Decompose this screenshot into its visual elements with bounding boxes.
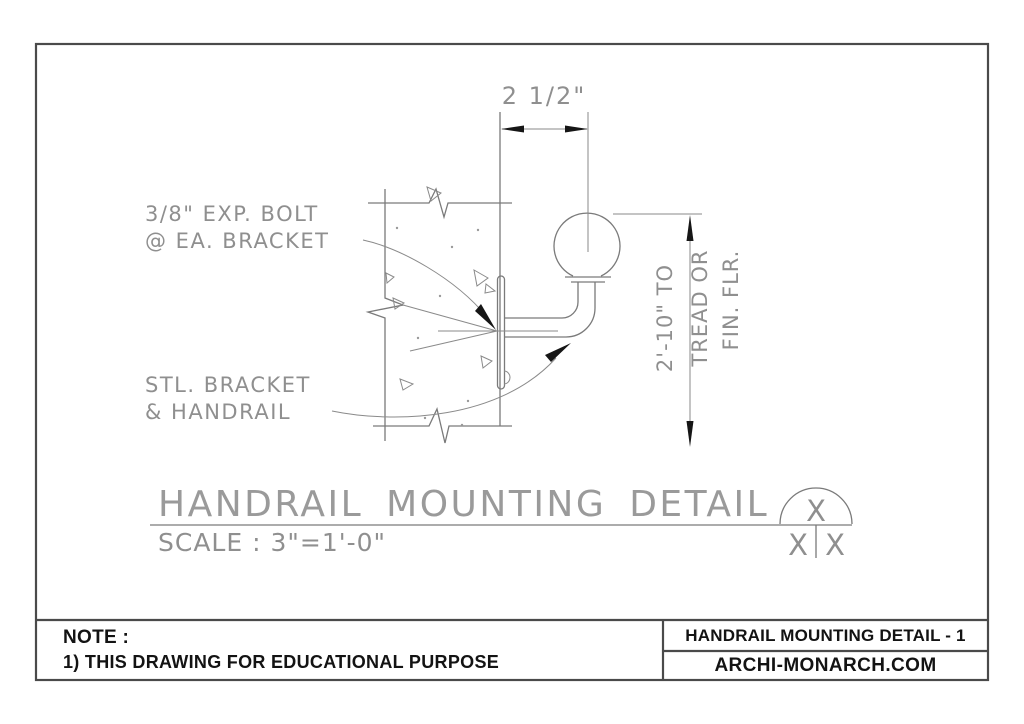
- wall-linework: [365, 112, 512, 444]
- bracket-label-line1: STL. BRACKET: [145, 373, 311, 397]
- bolt-leader-line: [362, 239, 488, 318]
- sheet-border: [34, 42, 990, 682]
- bolt-line-upper: [402, 304, 498, 332]
- dim-right-text-3: FIN. FLR.: [719, 250, 743, 351]
- break-triangle-top: [426, 186, 442, 202]
- dim-right-text-2: TREAD OR: [688, 249, 712, 367]
- handrail-ball: [553, 212, 621, 277]
- concrete-aggregate-triangles: [385, 269, 497, 391]
- drawing-title: HANDRAIL MOUNTING DETAIL: [158, 484, 769, 525]
- detail-callout-symbol: X X X: [779, 487, 853, 562]
- bolt-line-lower: [409, 330, 498, 352]
- bolt-label-line2: @ EA. BRACKET: [145, 229, 329, 253]
- drawing-title-group: HANDRAIL MOUNTING DETAIL SCALE : 3"=1'-0…: [150, 484, 852, 557]
- dim-arrow-down: [686, 421, 694, 447]
- concrete-stipple-dots: [395, 226, 480, 427]
- callout-bottom-right-x: X: [825, 528, 845, 562]
- bracket-leader-arrowhead: [545, 343, 571, 362]
- dim-arrow-right: [565, 125, 588, 133]
- annotation-bolt: 3/8" EXP. BOLT @ EA. BRACKET: [145, 202, 496, 330]
- dim-arrow-left: [501, 125, 524, 133]
- bolt-leader-arrowhead: [475, 304, 496, 330]
- wall-bottom-edge: [373, 407, 512, 444]
- dim-right-text-1: 2'-10" TO: [653, 264, 677, 372]
- bracket-leader-line: [331, 357, 557, 418]
- callout-bottom-left-x: X: [788, 528, 808, 562]
- bolt-label-line1: 3/8" EXP. BOLT: [145, 202, 319, 226]
- wall-top-edge: [368, 187, 512, 220]
- callout-top-x: X: [806, 494, 826, 528]
- dimension-top: 2 1/2": [501, 82, 588, 133]
- dimension-right: 2'-10" TO TREAD OR FIN. FLR.: [613, 213, 743, 447]
- bracket-arm-inner: [505, 282, 579, 319]
- sheet-title: HANDRAIL MOUNTING DETAIL - 1: [685, 625, 966, 645]
- bracket-arm-outer: [505, 282, 596, 338]
- website-link[interactable]: ARCHI-MONARCH.COM: [714, 654, 937, 676]
- wall-back-line: [365, 189, 406, 441]
- bracket-mounting-plate: [496, 275, 506, 390]
- plate-bump: [503, 370, 511, 385]
- break-triangle-back: [392, 297, 406, 310]
- drawing-scale: SCALE : 3"=1'-0": [158, 528, 386, 557]
- dim-top-text: 2 1/2": [502, 82, 587, 110]
- note-text: 1) THIS DRAWING FOR EDUCATIONAL PURPOSE: [63, 652, 500, 672]
- callout-dome: [779, 487, 853, 525]
- note-label: NOTE :: [63, 627, 130, 648]
- handrail-bracket-linework: [402, 112, 621, 390]
- dim-arrow-up: [686, 215, 694, 241]
- annotation-bracket: STL. BRACKET & HANDRAIL: [145, 343, 571, 424]
- outer-border: [34, 42, 990, 682]
- bracket-label-line2: & HANDRAIL: [145, 400, 291, 424]
